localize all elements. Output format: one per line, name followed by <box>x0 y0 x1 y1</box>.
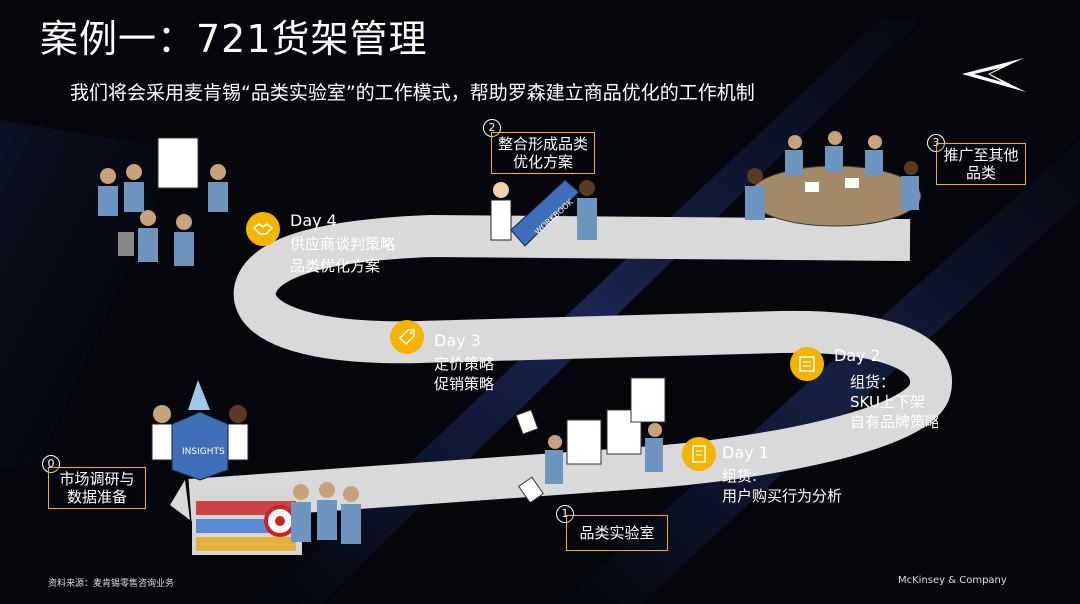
day1-document-icon <box>682 437 716 471</box>
store-shelf-illustration <box>192 495 302 555</box>
day4-handshake-icon <box>246 212 280 246</box>
market-research-illustration: INSIGHTS <box>151 380 249 481</box>
category-lab-illustration <box>515 377 666 502</box>
stage1-box: 品类实验室 <box>566 515 668 551</box>
day3-line: 促销策略 <box>434 375 495 393</box>
page-title: 案例一：721货架管理 <box>40 17 428 61</box>
stage1-label: 品类实验室 <box>579 524 655 542</box>
stage0-label: 市场调研与 <box>59 470 135 488</box>
day4-line: 供应商谈判策略 <box>290 235 396 253</box>
day2-title: Day 2 <box>834 346 881 365</box>
insights-label: INSIGHTS <box>182 447 225 457</box>
day2-line: 组货： <box>850 373 896 391</box>
day2-line: 自有品牌策略 <box>850 413 938 431</box>
stage0-label: 数据准备 <box>66 488 127 506</box>
day1-title: Day 1 <box>722 443 769 462</box>
day2-list-icon <box>790 347 824 381</box>
stage2-label: 整合形成品类 <box>498 135 589 153</box>
supplier-meeting-illustration <box>98 137 228 266</box>
stage0-box: 市场调研与 数据准备 <box>48 467 146 509</box>
stage1-number: 1 <box>556 505 574 523</box>
day3-line: 定价策略 <box>434 355 495 373</box>
source-note: 资料来源：麦肯锡零售咨询业务 <box>48 579 175 589</box>
stage0-number: 0 <box>42 455 60 473</box>
day3-price-tag-icon <box>390 320 424 354</box>
day2-line: SKU上下架 <box>850 393 925 411</box>
brand-label: McKinsey & Company <box>898 575 1007 586</box>
day1-line: 用户购买行为分析 <box>722 487 843 505</box>
page-subtitle: 我们将会采用麦肯锡“品类实验室”的工作模式，帮助罗森建立商品优化的工作机制 <box>70 82 755 104</box>
team-group-illustration <box>291 482 361 544</box>
mckinsey-logo-icon <box>962 58 1026 92</box>
stage3-label: 品类 <box>965 164 996 182</box>
day4-title: Day 4 <box>290 211 337 230</box>
day3-title: Day 3 <box>434 331 481 350</box>
stage3-label: 推广至其他 <box>943 146 1019 164</box>
stage2-label: 优化方案 <box>512 153 573 171</box>
stage2-box: 整合形成品类 优化方案 <box>491 132 595 174</box>
day4-line: 品类优化方案 <box>290 257 381 275</box>
stage3-box: 推广至其他 品类 <box>936 143 1026 185</box>
meeting-table-illustration <box>745 131 922 227</box>
day1-line: 组货: <box>722 467 758 485</box>
workbook-illustration: WORKBOOK <box>490 179 597 247</box>
